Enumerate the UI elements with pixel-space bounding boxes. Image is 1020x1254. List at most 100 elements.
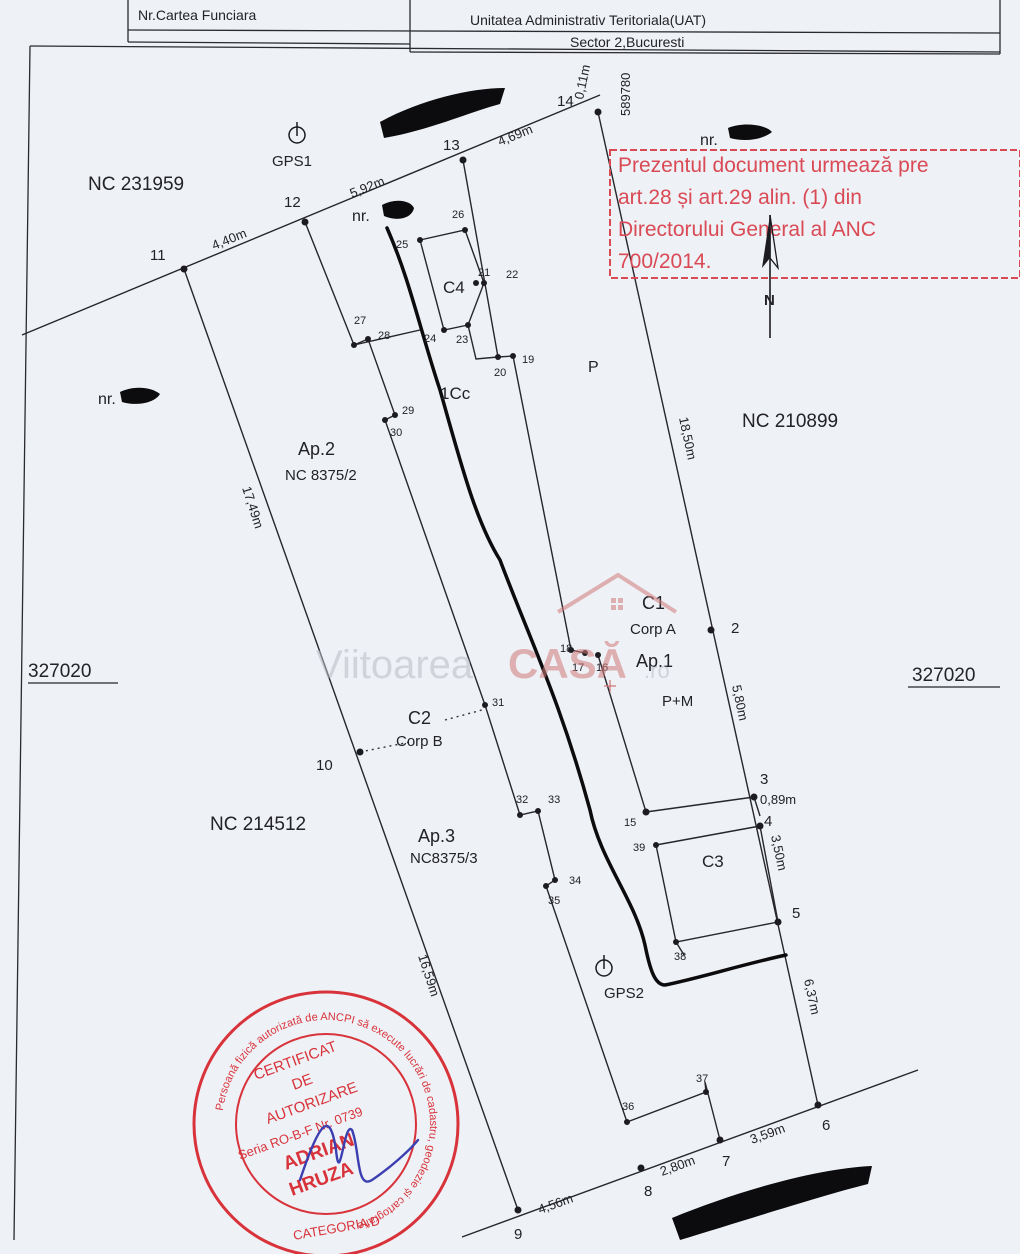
dotted-link-c2-10 <box>359 741 411 753</box>
dim-13-14: 4,69m <box>496 121 535 148</box>
point-4 <box>756 822 764 830</box>
neighbor-code-left: 327020 <box>28 661 91 682</box>
c2-corp: Corp B <box>396 733 443 750</box>
point-16 <box>595 652 601 658</box>
redaction-nr-mid <box>382 200 414 219</box>
point-label-35: 35 <box>548 895 560 907</box>
point-label-22: 22 <box>506 269 518 281</box>
top-code: 589780 <box>618 73 633 116</box>
point-29 <box>392 412 398 418</box>
c3-title: C3 <box>702 852 724 871</box>
point-20 <box>495 354 501 360</box>
c1-corp: Corp A <box>630 621 676 638</box>
point-label-4: 4 <box>764 813 772 830</box>
watermark-part1: Viitoarea <box>316 643 474 687</box>
point-28 <box>365 336 371 342</box>
notice-line2: art.28 și art.29 alin. (1) din <box>618 186 862 209</box>
point-label-31: 31 <box>492 697 504 709</box>
watermark-part3: .ro <box>644 658 670 683</box>
point-label-24: 24 <box>424 333 436 345</box>
redaction-bottom <box>672 1166 872 1240</box>
neighbor-code-right: 327020 <box>912 665 975 686</box>
redaction-nr-left <box>120 387 160 404</box>
neighbor-nw: NC 231959 <box>88 174 184 195</box>
nr-right: nr. <box>700 132 718 149</box>
dim-12-13: 5,92m <box>348 173 387 200</box>
point-31 <box>482 702 488 708</box>
point-label-20: 20 <box>494 367 506 379</box>
notice-line3: Directorului General al ANC <box>618 218 876 241</box>
point-label-27: 27 <box>354 315 366 327</box>
point-label-39: 39 <box>633 842 645 854</box>
point-label-21: 21 <box>478 267 490 279</box>
notice-line4: 700/2014. <box>618 250 711 273</box>
point-25 <box>417 237 423 243</box>
point-label-19: 19 <box>522 354 534 366</box>
point-32 <box>517 812 523 818</box>
point-label-14: 14 <box>557 93 574 110</box>
point-26 <box>462 227 468 233</box>
neighbor-ne: NC 210899 <box>742 411 838 432</box>
watermark-logo: Viitoarea CASĂ .ro <box>316 572 678 687</box>
point-38 <box>673 939 679 945</box>
stamp-line2: DE <box>290 1071 315 1094</box>
point-2 <box>707 626 715 634</box>
notice-box: Prezentul document urmează pre art.28 și… <box>609 149 1020 279</box>
dim-4-5: 3,50m <box>768 834 790 872</box>
point-8 <box>637 1164 645 1172</box>
point-label-32: 32 <box>516 794 528 806</box>
dim-2-3: 5,80m <box>729 684 751 722</box>
point-label-8: 8 <box>644 1183 652 1200</box>
dim-14-top: 0,11m <box>571 63 593 101</box>
point-22 <box>481 280 487 286</box>
point-34 <box>552 877 558 883</box>
point-label-29: 29 <box>402 405 414 417</box>
dim-7-8: 2,80m <box>658 1152 697 1178</box>
point-label-33: 33 <box>548 794 560 806</box>
gps2-label: GPS2 <box>604 985 644 1002</box>
watermark-part2: CASĂ <box>508 640 627 687</box>
point-label-38: 38 <box>674 951 686 963</box>
gps1-label: GPS1 <box>272 153 312 170</box>
gps1-icon <box>288 122 306 144</box>
ap3-title: Ap.3 <box>418 826 455 846</box>
c1-title: C1 <box>642 593 665 613</box>
point-6 <box>814 1101 822 1109</box>
ap3-nc: NC8375/3 <box>410 850 478 867</box>
header-table <box>13 0 1001 1241</box>
point-label-13: 13 <box>443 137 460 154</box>
dotted-link-c2-31 <box>444 709 483 721</box>
c2-title: C2 <box>408 708 431 728</box>
authorization-stamp: Persoană fizică autorizată de ANCPI să e… <box>192 990 460 1254</box>
point-17 <box>582 650 588 656</box>
dim-5-6: 6,37m <box>801 978 823 1016</box>
north-label: N <box>764 292 775 309</box>
point-18 <box>568 647 574 653</box>
c1cc-label: 1Cc <box>440 384 471 403</box>
point-24 <box>441 327 447 333</box>
dim-8-9: 4,56m <box>536 1190 575 1216</box>
point-27 <box>351 342 357 348</box>
point-label-23: 23 <box>456 334 468 346</box>
point-3 <box>750 793 758 801</box>
point-33 <box>535 808 541 814</box>
point-14 <box>594 108 602 116</box>
point-label-12: 12 <box>284 194 301 211</box>
north-arrow-icon <box>762 214 780 338</box>
redactions <box>120 88 872 1240</box>
redaction-top <box>380 88 505 138</box>
point-label-6: 6 <box>822 1117 830 1134</box>
p-label: P <box>588 359 599 376</box>
point-label-17: 17 <box>572 662 584 674</box>
uat-value: Sector 2,Bucuresti <box>570 34 684 50</box>
stamp-category: CATEGORIA D <box>292 1213 381 1243</box>
point-label-25: 25 <box>396 239 408 251</box>
hand-drawn-outline <box>385 226 788 987</box>
notice-line1: Prezentul document urmează pre <box>618 154 929 177</box>
point-label-9: 9 <box>514 1226 522 1243</box>
ap2-title: Ap.2 <box>298 439 335 459</box>
ap2-nc: NC 8375/2 <box>285 467 357 484</box>
point-label-15: 15 <box>624 817 636 829</box>
point-label-16: 16 <box>596 662 608 674</box>
